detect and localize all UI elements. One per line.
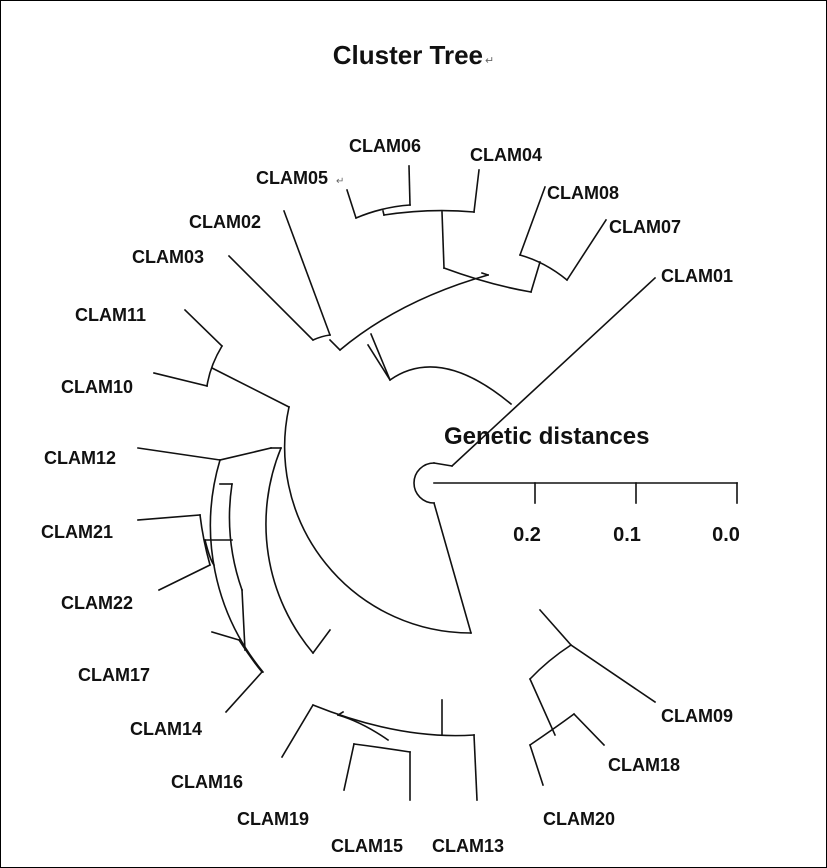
branch-clam05 — [345, 188, 358, 220]
tree-title: Cluster Tree↵ — [0, 40, 827, 71]
arc-lower-main — [283, 406, 472, 634]
branch-upper-a — [369, 332, 392, 382]
arc-west — [265, 446, 315, 655]
leaf-label-clam08: CLAM08 — [547, 183, 619, 203]
branch-to-040506 — [441, 211, 445, 269]
branch-clam07 — [565, 218, 608, 282]
leaf-label-clam20: CLAM20 — [543, 809, 615, 829]
branch-clam01 — [450, 276, 657, 468]
arc-2122 — [204, 539, 216, 567]
branch-clam02 — [282, 209, 332, 337]
leaf-label-clam07: CLAM07 — [609, 217, 681, 237]
arc-040506 — [383, 209, 475, 216]
branch-clam22 — [157, 563, 212, 592]
branch-clam12 — [137, 447, 221, 461]
branch-to-0708 — [530, 261, 541, 293]
leaf-label-clam14: CLAM14 — [130, 719, 202, 739]
branch-clam16 — [280, 703, 315, 759]
branch-to-0203 — [328, 338, 342, 352]
branch-to-0506 — [382, 210, 385, 216]
scale-tick-label: 0.1 — [613, 524, 641, 546]
arc-1820 — [528, 712, 576, 747]
leaf-label-clam16: CLAM16 — [171, 772, 243, 792]
leaf-label-clam12: CLAM12 — [44, 448, 116, 468]
arc-west-inner — [209, 459, 265, 674]
arc-1417 — [237, 638, 264, 674]
arc-1011 — [206, 344, 224, 387]
title-return-mark: ↵ — [485, 55, 495, 67]
leaf-label-clam04: CLAM04 — [470, 145, 542, 165]
scale-tick-label: 0.0 — [712, 524, 740, 546]
branch-root-lower — [433, 502, 472, 634]
label-return-mark: ↵ — [336, 176, 344, 187]
branch-to-group4 — [480, 271, 490, 277]
leaf-label-clam13: CLAM13 — [432, 836, 504, 856]
branch-to-east-lower — [538, 608, 573, 647]
leaf-label-clam21: CLAM21 — [41, 522, 113, 542]
branch-clam04 — [473, 169, 480, 213]
branch-clam10 — [153, 372, 208, 387]
branch-clam06 — [408, 165, 411, 206]
arc-south — [311, 703, 475, 737]
branch-clam19 — [343, 743, 355, 791]
leaf-label-clam06: CLAM06 — [349, 136, 421, 156]
branch-clam17 — [211, 631, 240, 641]
leaf-label-clam22: CLAM22 — [61, 593, 133, 613]
arc-0506 — [354, 204, 411, 220]
arc-upper-clade — [388, 366, 513, 406]
leaf-label-clam18: CLAM18 — [608, 755, 680, 775]
leaf-label-clam19: CLAM19 — [237, 809, 309, 829]
arc-group4 — [442, 266, 532, 293]
leaf-label-clam05: CLAM05 — [256, 168, 328, 188]
leaf-label-clam03: CLAM03 — [132, 247, 204, 267]
leaf-label-clam17: CLAM17 — [78, 665, 150, 685]
leaf-label-clam02: CLAM02 — [189, 212, 261, 232]
branch-to-1417 — [241, 589, 246, 651]
scale-tick-label: 0.2 — [513, 524, 541, 546]
branch-clam09 — [569, 643, 657, 704]
arc-main-group — [338, 274, 489, 352]
scale-bar: Genetic distances 0.2 0.1 0.0 — [433, 423, 740, 546]
branch-clam18 — [572, 712, 606, 747]
branch-clam08 — [518, 185, 547, 257]
leaf-label-clam10: CLAM10 — [61, 377, 133, 397]
branch-clam21 — [137, 514, 201, 521]
branch-clam13 — [473, 734, 478, 801]
branch-upper-b — [366, 343, 392, 382]
arc-1519 — [337, 714, 390, 742]
leaf-label-clam11: CLAM11 — [75, 305, 146, 325]
root-arc — [413, 462, 435, 504]
arc-east-lower — [528, 643, 573, 681]
branch-to-1519 — [336, 710, 345, 717]
branch-clam20 — [528, 743, 545, 787]
branch-clam11 — [183, 308, 224, 348]
branch-to-1820 — [528, 677, 557, 737]
leaf-label-clam09: CLAM09 — [661, 706, 733, 726]
branch-clam03 — [227, 254, 315, 342]
branch-west-south — [311, 628, 332, 655]
branch-clam14 — [224, 670, 264, 714]
tree-title-text: Cluster Tree — [332, 40, 484, 70]
arc-0708 — [519, 254, 569, 282]
leaf-labels: CLAM06 CLAM04 CLAM05 ↵ CLAM08 CLAM02 CLA… — [41, 136, 733, 856]
branch-to-west-inner — [219, 447, 272, 461]
arc-212217 — [228, 483, 244, 592]
scale-title: Genetic distances — [444, 423, 649, 450]
leaf-label-clam15: CLAM15 — [331, 836, 403, 856]
arc-1519-inner — [353, 743, 411, 753]
leaf-label-clam01: CLAM01 — [661, 266, 733, 286]
branch-root-upper — [433, 462, 453, 467]
arc-2122-inner — [199, 514, 211, 566]
tree-branches — [137, 165, 657, 801]
arc-0203 — [311, 334, 331, 342]
branch-to-1011 — [210, 366, 291, 409]
